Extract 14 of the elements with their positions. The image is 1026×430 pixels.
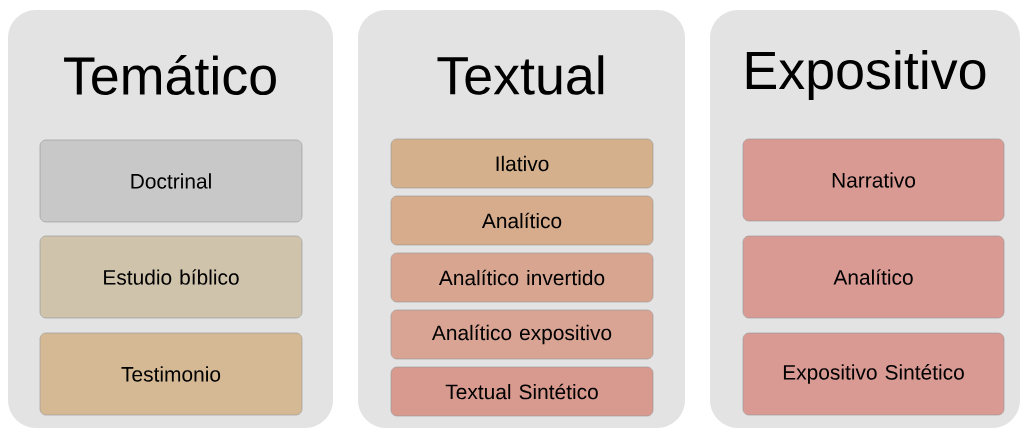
category-box: Analítico [390, 195, 654, 246]
panel-title: Textual [437, 55, 604, 95]
category-box: Doctrinal [39, 139, 303, 223]
category-box: Testimonio [39, 332, 303, 416]
category-box: Estudio bíblico [39, 235, 303, 319]
category-box: Analítico expositivo [390, 309, 654, 360]
panel-title: Expositivo [746, 49, 986, 101]
category-box: Analítico invertido [390, 252, 654, 303]
category-box: Narrativo [742, 138, 1005, 222]
category-box: Textual Sintético [390, 366, 654, 417]
panel-title: Temático [64, 54, 276, 96]
category-box: Expositivo Sintético [742, 332, 1005, 416]
category-box: Analítico [742, 235, 1005, 319]
category-box: Ilativo [390, 138, 654, 189]
